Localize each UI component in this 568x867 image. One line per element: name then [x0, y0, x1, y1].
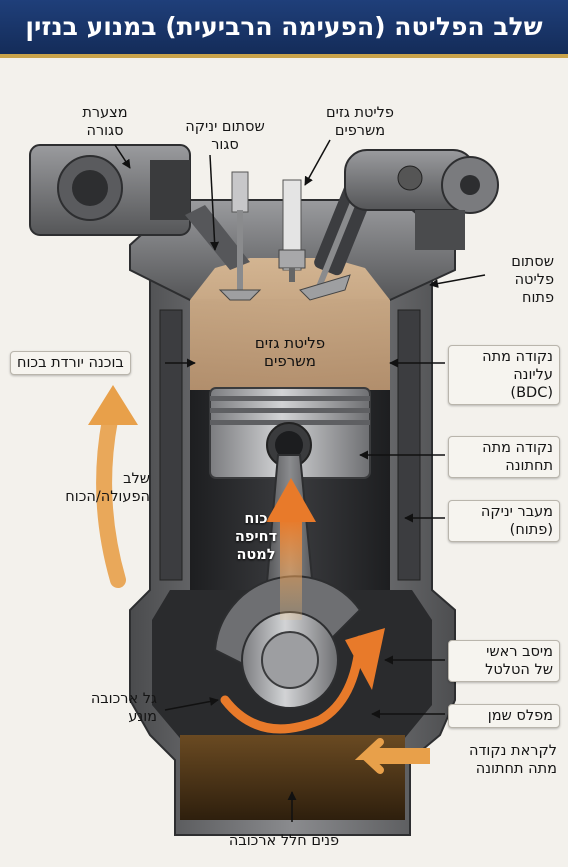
label-main-bearing: מיסב ראשי של הטלטל — [448, 640, 560, 682]
label-crankshaft: גל ארכובה מונע — [90, 691, 157, 725]
label-intake-manifold: מצערת סגורה — [82, 105, 128, 139]
oil-sump — [180, 735, 405, 820]
power-stroke-arrowhead — [88, 385, 138, 425]
title-bar: שלב הפליטה (הפעימה הרביעית) במנוע בנזין — [0, 0, 568, 58]
toward-bdc-arrow-shaft — [370, 748, 430, 764]
water-jacket-left — [159, 309, 183, 581]
label-intake-port-open: מעבר יניקה (פתוח) — [448, 500, 560, 542]
rotation-arrow — [220, 635, 365, 734]
camshaft-rocker — [344, 149, 499, 250]
label-crankcase: פנים חלל ארכובה — [228, 833, 340, 849]
label-piston-down: בוכנה יורדת בכוח — [10, 351, 131, 375]
page-title: שלב הפליטה (הפעימה הרביעית) במנוע בנזין — [25, 12, 543, 41]
leader-exhaust-valve — [429, 274, 486, 288]
power-stroke-arrow — [96, 412, 126, 588]
label-exhaust-valve-open: שסתום פליטה פתוח — [511, 254, 554, 306]
leader-exhaust-gas — [304, 139, 331, 186]
label-tdc: נקודה מתה עליונה (BDC) — [448, 345, 560, 405]
leader-intake-valve — [209, 154, 220, 251]
rotation-arrowhead — [345, 628, 385, 690]
label-bdc: נקודה מתה תחתונה — [448, 436, 560, 478]
label-push-force: כוח דחיפה למטה — [234, 511, 278, 563]
label-power-stroke: שלב הפעולה/הכוח — [65, 471, 150, 505]
intake-manifold — [29, 144, 250, 270]
label-exhaust-gas-chamber: פליטת גזים משרפים — [254, 334, 326, 370]
label-intake-valve-closed: שסתום יניקה סגור — [185, 119, 265, 153]
leader-crankshaft — [164, 697, 219, 711]
push-force-arrow — [266, 478, 316, 620]
water-jacket-right — [397, 309, 421, 581]
spark-plug — [278, 179, 306, 282]
label-toward-bdc: לקראת נקודה מתה תחתונה — [469, 743, 557, 777]
intake-valve — [218, 171, 262, 301]
label-exhaust-gas-top: פליטת גזים משרפים — [326, 105, 394, 139]
leader-intake-manifold — [114, 144, 131, 169]
label-oil-pan: מפלס שמן — [448, 704, 560, 728]
